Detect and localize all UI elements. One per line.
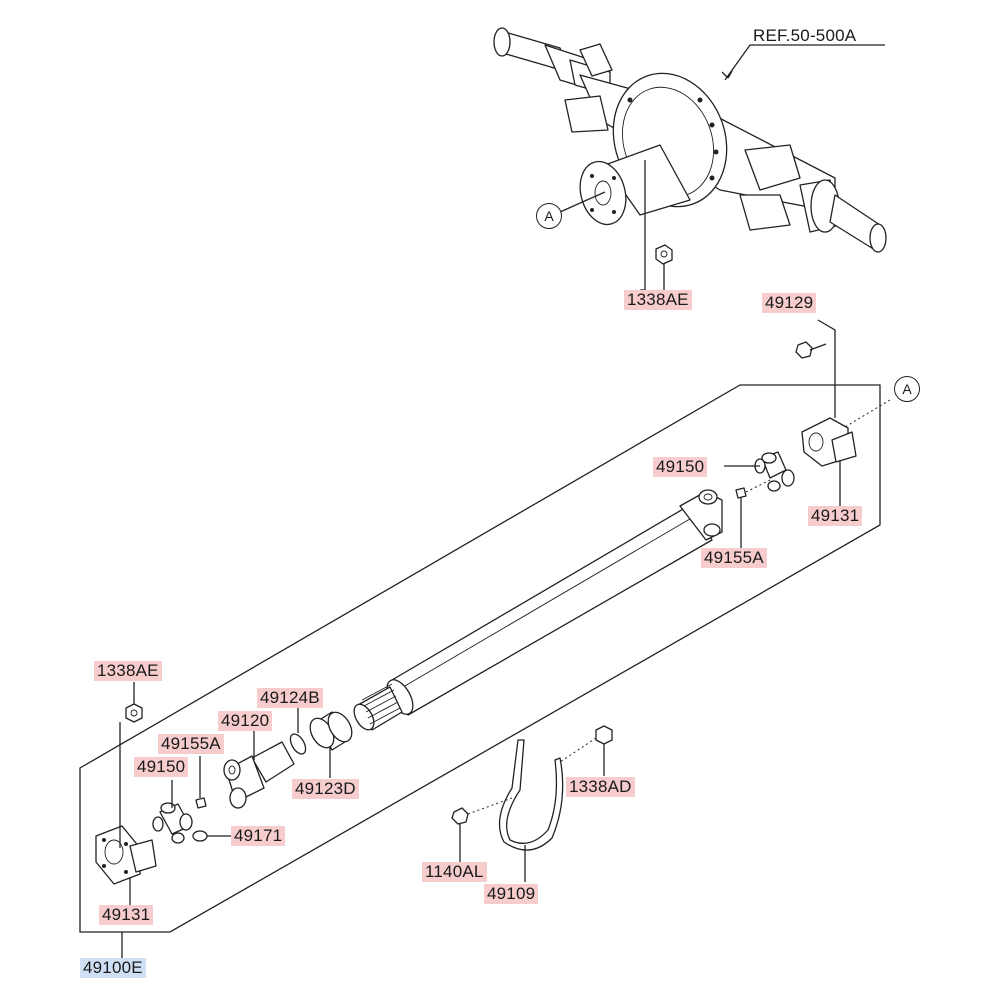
slip-yoke <box>223 741 295 809</box>
part-label-49124b[interactable]: 49124B <box>257 688 323 708</box>
part-label-49150-left[interactable]: 49150 <box>134 757 189 777</box>
part-label-49100e[interactable]: 49100E <box>80 958 146 978</box>
nut-icon <box>655 244 673 265</box>
callout-a-top: A <box>536 203 562 229</box>
part-label-49155a-left[interactable]: 49155A <box>158 734 224 754</box>
snap-ring-icon <box>289 733 307 755</box>
bolt-icon <box>451 807 469 825</box>
flange-yoke-right <box>801 417 857 467</box>
part-label-49123d[interactable]: 49123D <box>292 779 359 799</box>
universal-joint-right <box>754 451 795 492</box>
universal-joint-left <box>152 802 193 844</box>
callout-a-right: A <box>894 376 920 402</box>
part-label-49129[interactable]: 49129 <box>762 293 817 313</box>
reference-label: REF.50-500A <box>753 26 857 45</box>
part-label-49109[interactable]: 49109 <box>484 884 539 904</box>
part-label-1338ae-top[interactable]: 1338AE <box>624 290 692 310</box>
part-label-49171[interactable]: 49171 <box>231 826 286 846</box>
part-label-49155a-right[interactable]: 49155A <box>701 548 767 568</box>
clip-icon <box>192 830 208 842</box>
nut-icon <box>125 703 143 723</box>
part-label-49150-right[interactable]: 49150 <box>653 457 708 477</box>
flange-yoke-left <box>95 825 157 885</box>
part-label-1140al[interactable]: 1140AL <box>422 862 487 882</box>
nut-icon <box>595 725 613 745</box>
part-label-1338ae-left[interactable]: 1338AE <box>94 661 162 681</box>
rear-axle-housing <box>493 27 887 253</box>
propeller-shaft-tube <box>353 489 723 731</box>
dust-seal <box>309 711 353 751</box>
part-label-1338ad[interactable]: 1338AD <box>566 777 635 797</box>
center-bearing-bracket <box>498 739 564 851</box>
part-label-49131-right[interactable]: 49131 <box>808 506 863 526</box>
bolt-icon <box>795 341 827 359</box>
part-label-49131-left[interactable]: 49131 <box>99 905 154 925</box>
part-label-49120[interactable]: 49120 <box>218 711 273 731</box>
